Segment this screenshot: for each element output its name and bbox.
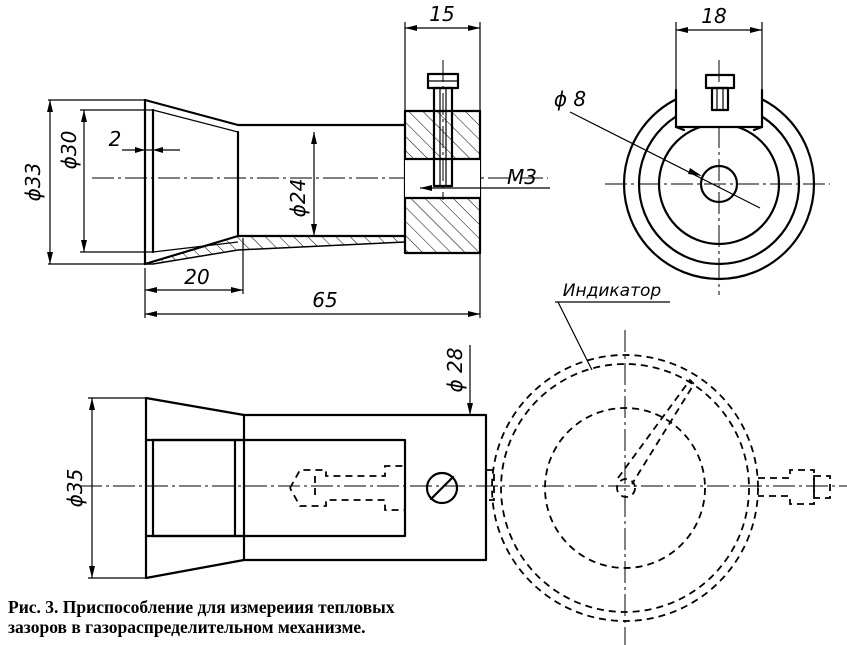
assembly-view: ϕ35 ϕ 28 Индикатор <box>63 281 847 645</box>
end-view: 18 ϕ 8 <box>554 4 830 295</box>
dim-d33: ϕ33 <box>21 163 45 202</box>
end-slot-corner-right <box>752 125 764 132</box>
d20-arrow-right <box>231 287 243 293</box>
dim-d30: ϕ30 <box>57 131 81 170</box>
indicator-label-leader <box>557 301 593 371</box>
dim-d15: 15 <box>429 2 454 26</box>
d2-arrow-right <box>153 147 163 153</box>
d8-arrow <box>688 168 702 176</box>
assembly-bore <box>151 438 407 538</box>
end-slot-corner-left <box>674 125 686 132</box>
d2-arrow-left <box>135 147 145 153</box>
dim-d18: 18 <box>701 4 726 28</box>
indicator-right-cap <box>813 475 831 499</box>
d8-leader <box>569 111 761 209</box>
d15-arrow-left <box>405 25 417 31</box>
probe-hidden <box>289 465 406 511</box>
d35-arrow-top <box>89 398 95 410</box>
cone-inner-top <box>152 109 239 133</box>
d33-arrow-top <box>47 100 53 112</box>
d18-arrow-right <box>750 27 762 33</box>
d65-arrow-left <box>145 311 157 317</box>
dim-d35: ϕ35 <box>63 469 87 508</box>
slotted-screw <box>425 471 459 505</box>
d33-arrow-bottom <box>47 252 53 264</box>
d24-arrow-top <box>311 132 317 144</box>
dim-m3: M3 <box>507 165 537 189</box>
assembly-body <box>144 396 488 580</box>
d20-arrow-left <box>145 287 157 293</box>
end-hole <box>699 164 739 204</box>
dim-d20: 20 <box>184 265 209 289</box>
figure-caption: Рис. 3. Приспособление для измереиия теп… <box>8 597 528 637</box>
end-slot-mask <box>676 85 762 127</box>
end-slot <box>674 88 764 129</box>
caption-line-1: Рис. 3. Приспособление для измереиия теп… <box>8 597 395 617</box>
bottom-wall-hatch <box>144 235 406 265</box>
indicator-right-stem <box>758 469 815 505</box>
indicator-label: Индикатор <box>563 281 662 301</box>
d30-arrow-top <box>81 110 87 122</box>
caption-line-2: зазоров в газораспределительном механизм… <box>8 617 366 637</box>
d35-arrow-bottom <box>89 566 95 578</box>
indicator-hub <box>616 478 636 498</box>
d24-arrow-bottom <box>311 224 317 236</box>
dim-d65: 65 <box>312 288 337 312</box>
d15-arrow-right <box>468 25 480 31</box>
m3-arrow <box>420 185 432 191</box>
end-screw-shank <box>710 86 730 112</box>
d65-arrow-right <box>468 311 480 317</box>
d30-arrow-bottom <box>81 240 87 252</box>
cone-top-line <box>143 98 407 127</box>
dim-d8: ϕ 8 <box>554 87 586 111</box>
dim-d28: ϕ 28 <box>443 348 467 393</box>
dim-d2: 2 <box>109 127 122 151</box>
indicator-needle <box>617 378 696 485</box>
d28-arrow <box>467 403 473 415</box>
d18-arrow-left <box>676 27 688 33</box>
indicator: Индикатор <box>485 281 831 645</box>
dim-d24: ϕ24 <box>286 179 310 218</box>
indicator-stem <box>485 469 495 501</box>
section-view: ϕ33 ϕ30 2 ϕ24 20 65 15 M3 <box>21 2 550 318</box>
body-lower-hatch <box>404 197 481 254</box>
screw-slot <box>429 475 455 501</box>
